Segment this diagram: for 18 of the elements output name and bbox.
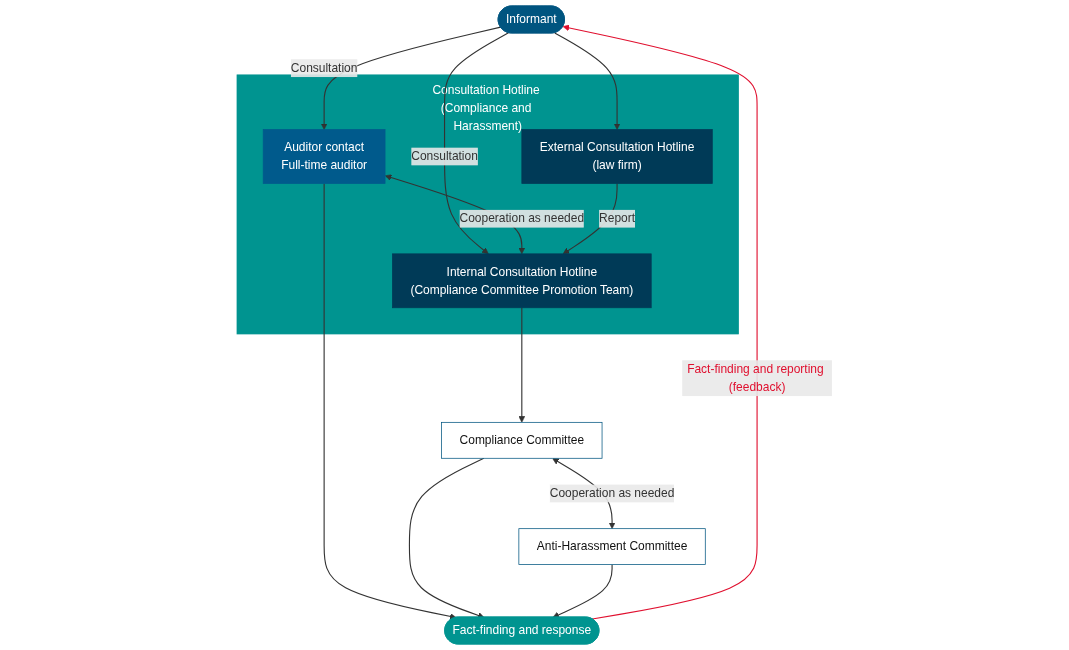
arrow xyxy=(323,182,457,620)
edge-label: Fact-finding and reporting (feedback) xyxy=(687,362,824,394)
node-box: External Consultation Hotline (law firm) xyxy=(521,129,713,184)
edge-label: Report xyxy=(599,211,636,225)
node-box: Auditor contact Full-time auditor xyxy=(262,129,386,184)
arrow xyxy=(444,32,510,255)
node-box: Internal Consultation Hotline (Compliance Committee Promotion Team) xyxy=(392,253,652,309)
arrow xyxy=(552,564,613,618)
arrow xyxy=(518,307,526,423)
arrow xyxy=(408,457,485,619)
edge-label: Consultation xyxy=(411,149,478,163)
node-box: Compliance Committee xyxy=(441,421,603,459)
arrow xyxy=(320,26,502,130)
arrow xyxy=(554,32,621,130)
edge-label: Consultation xyxy=(290,61,358,75)
edge-label: Cooperation as needed xyxy=(549,486,675,500)
node-box: Anti-Harassment Committee xyxy=(518,528,706,565)
edge-label: Cooperation as needed xyxy=(459,211,585,225)
